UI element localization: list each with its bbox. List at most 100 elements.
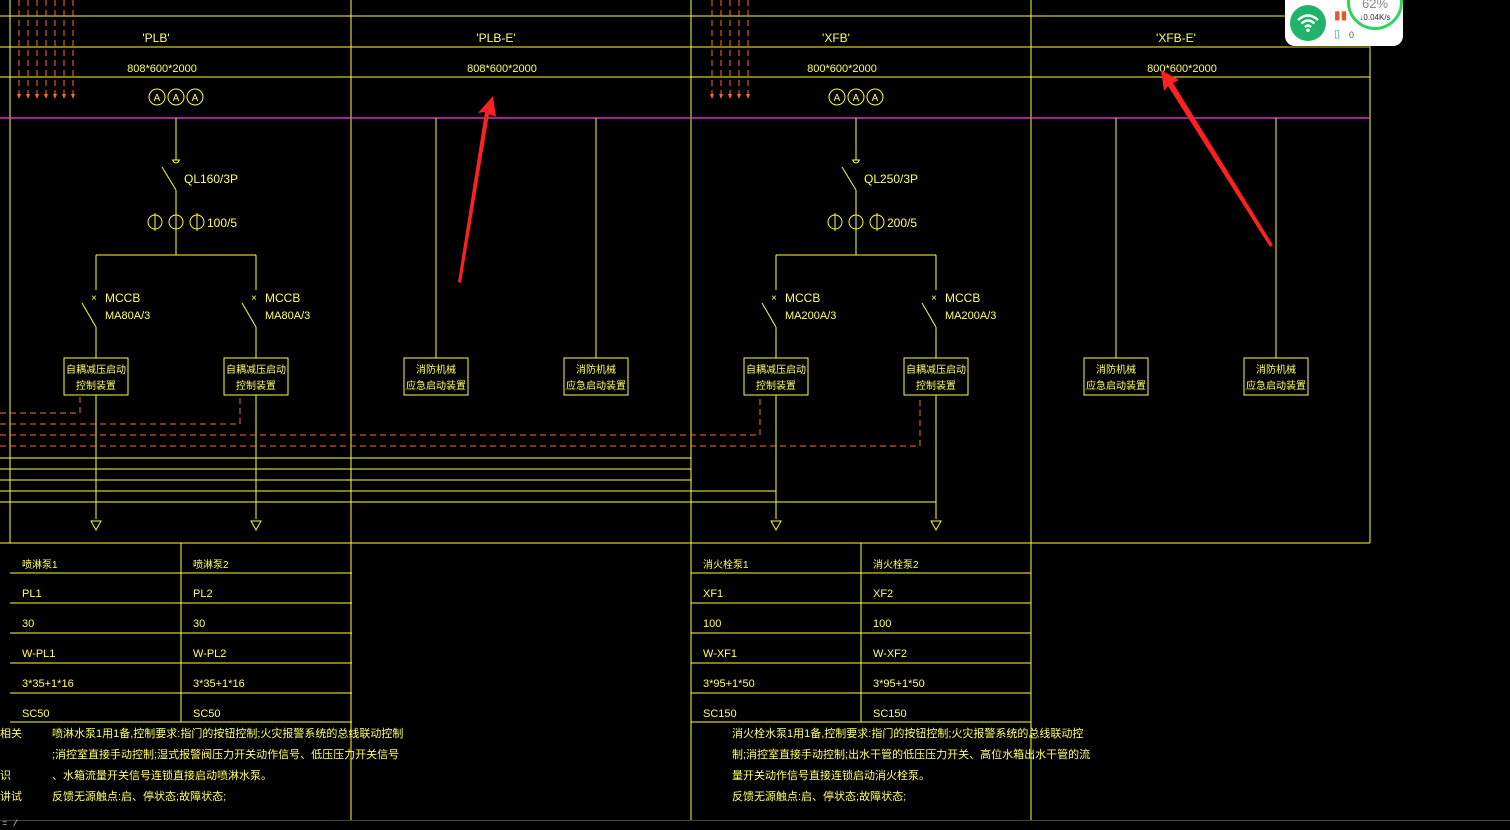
control-note-text: 反馈无源触点:启、停状态;故障状态; — [732, 789, 906, 803]
network-status-widget[interactable]: ▮▮ ▯ 0 62% ↓0.04K/s — [1285, 0, 1403, 46]
feeder-arrow-icon — [746, 94, 750, 99]
control-device-label: 应急启动装置 — [1246, 379, 1306, 392]
table-cell: XF1 — [703, 588, 723, 600]
table-cell: SC150 — [703, 708, 737, 720]
control-device-box — [563, 357, 629, 396]
panel-name: 'XFB-E' — [1156, 31, 1196, 45]
control-device-label: 消防机械 — [416, 363, 456, 376]
control-note-text: 消火栓水泵1用1备,控制要求:指门的按钮控制;火灾报警系统的总线联动控 — [732, 726, 1083, 740]
feeder-arrow-icon — [728, 94, 732, 99]
table-cell: W-PL2 — [193, 648, 226, 660]
table-cell: 喷淋泵2 — [193, 558, 229, 571]
panel-size: 808*600*2000 — [467, 63, 537, 75]
table-cell: SC50 — [193, 708, 221, 720]
fuse-contact-icon — [172, 159, 180, 164]
margin-label: 相关 — [0, 726, 22, 740]
usage-percent: 62% — [1361, 0, 1389, 11]
main-breaker-label: QL250/3P — [864, 172, 918, 186]
control-wiring — [0, 395, 936, 503]
table-cell: 30 — [193, 618, 205, 630]
wifi-icon[interactable] — [1290, 5, 1326, 41]
load-terminal-icon — [250, 520, 262, 532]
mccb-switch-icon — [241, 302, 257, 328]
control-device-label: 自耦减压启动 — [746, 363, 806, 376]
ammeter-icon — [186, 88, 204, 106]
table-cell: 3*95+1*50 — [703, 678, 755, 690]
panel-name: 'XFB' — [822, 31, 850, 45]
mccb-rating: MA80A/3 — [105, 310, 150, 322]
control-device-box — [63, 357, 129, 396]
panel-name: 'PLB' — [142, 31, 169, 45]
usage-gauge[interactable]: 62% ↓0.04K/s — [1347, 0, 1403, 30]
control-note-text: 喷淋水泵1用1备,控制要求:指门的按钮控制;火灾报警系统的总线联动控制 — [52, 726, 403, 740]
drawing-frame — [0, 0, 1371, 820]
panel-name: 'PLB-E' — [476, 31, 515, 45]
control-device-box — [743, 357, 809, 396]
feeder-arrow-icon — [17, 94, 21, 99]
control-device-label: 应急启动装置 — [1086, 379, 1146, 392]
control-device-label: 控制装置 — [756, 379, 796, 392]
control-device-label: 自耦减压启动 — [906, 363, 966, 376]
mccb-label: MCCB — [105, 291, 140, 305]
ammeter-label: A — [173, 93, 180, 104]
mccb-switch-icon — [81, 302, 97, 328]
control-device-label: 消防机械 — [1096, 363, 1136, 376]
table-cell: PL1 — [22, 588, 42, 600]
ammeter-label: A — [192, 93, 199, 104]
ammeter-icon — [866, 88, 884, 106]
table-cell: 消火栓泵2 — [873, 558, 919, 571]
control-device-label: 控制装置 — [916, 379, 956, 392]
feeder-arrow-icon — [62, 94, 66, 99]
table-cell: 100 — [873, 618, 891, 630]
table-cell: W-PL1 — [22, 648, 55, 660]
table-cell: 喷淋泵1 — [22, 558, 58, 571]
control-device-label: 自耦减压启动 — [226, 363, 286, 376]
mccb-label: MCCB — [945, 291, 980, 305]
control-note-text: 、水箱流量开关信号连锁直接启动喷淋水泵。 — [52, 768, 272, 782]
margin-label: 识 — [0, 769, 11, 782]
table-cell: W-XF2 — [873, 648, 907, 660]
control-device-box — [1083, 357, 1149, 396]
annotation-arrow-1 — [458, 96, 496, 283]
control-signal-dashed-line — [0, 395, 921, 447]
panel-size: 808*600*2000 — [127, 63, 197, 75]
mccb-cross-icon: × — [251, 293, 257, 304]
table-cell: 3*95+1*50 — [873, 678, 925, 690]
control-device-label: 控制装置 — [236, 379, 276, 392]
control-signal-dashed-line — [0, 395, 81, 414]
control-note-text: 反馈无源触点:启、停状态;故障状态; — [52, 789, 226, 803]
mccb-cross-icon: × — [931, 293, 937, 304]
feeder-arrow-icon — [26, 94, 30, 99]
ct-ratio-label: 200/5 — [887, 216, 917, 230]
mccb-label: MCCB — [785, 291, 820, 305]
mccb-switch-icon — [761, 302, 777, 328]
mccb-rating: MA80A/3 — [265, 310, 310, 322]
table-cell: PL2 — [193, 588, 213, 600]
table-cell: W-XF1 — [703, 648, 737, 660]
control-signal-dashed-line — [0, 395, 241, 425]
ammeter-label: A — [853, 93, 860, 104]
load-terminal-icon — [770, 520, 782, 532]
margin-label: 讲试 — [0, 789, 22, 803]
command-line[interactable]: = / — [0, 819, 1510, 830]
feeder-arrow-icon — [737, 94, 741, 99]
control-device-label: 应急启动装置 — [406, 379, 466, 392]
control-note-text: ;消控室直接手动控制;湿式报警阀压力开关动作信号、低压压力开关信号 — [52, 747, 399, 761]
ammeter-icon — [167, 88, 185, 106]
control-signal-dashed-line — [0, 395, 761, 436]
table-cell: 3*35+1*16 — [193, 678, 245, 690]
control-device-label: 自耦减压启动 — [66, 363, 126, 376]
control-device-box — [1243, 357, 1309, 396]
table-cell: XF2 — [873, 588, 893, 600]
table-cell: 30 — [22, 618, 34, 630]
annotation-arrows — [458, 70, 1273, 283]
network-speed: ↓0.04K/s — [1359, 13, 1391, 22]
panel-size: 800*600*2000 — [807, 63, 877, 75]
feeder-arrow-icon — [719, 94, 723, 99]
ammeter-label: A — [154, 93, 161, 104]
